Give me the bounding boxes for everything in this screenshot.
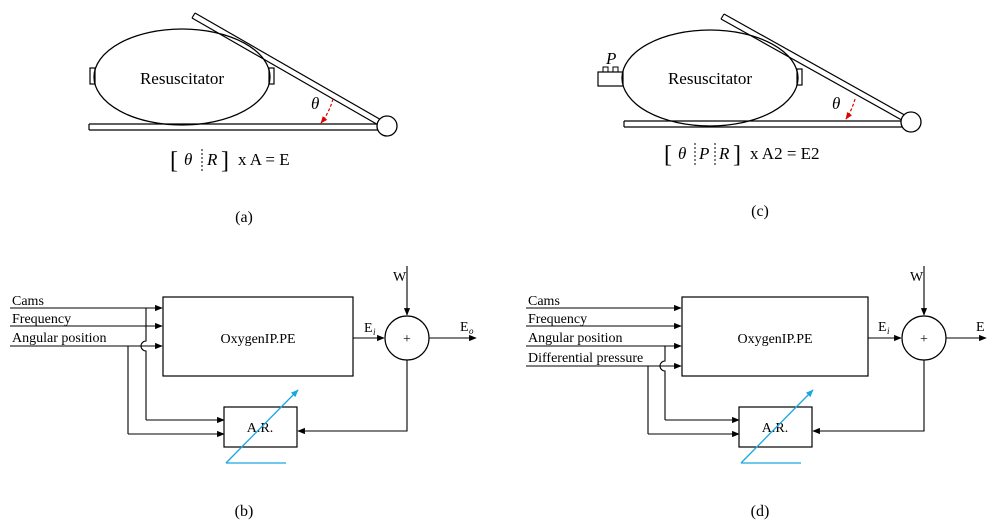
ei-label: E bbox=[364, 321, 373, 336]
pivot-joint bbox=[376, 115, 398, 137]
ei-label: E bbox=[878, 320, 887, 335]
base-plate bbox=[623, 120, 905, 128]
caption-a: (a) bbox=[235, 209, 253, 226]
eq-right-bracket: ] bbox=[221, 148, 229, 174]
caption-b: (b) bbox=[235, 503, 254, 520]
w-label: W bbox=[910, 270, 924, 285]
angle-arrow bbox=[845, 98, 856, 120]
bag-right-port bbox=[268, 67, 275, 85]
input-label-cams: Cams bbox=[528, 294, 560, 309]
block-label: OxygenIP.PE bbox=[737, 332, 812, 347]
feedback-line bbox=[297, 360, 408, 435]
eq-left-bracket: [ bbox=[170, 148, 178, 174]
ei-sub: i bbox=[373, 327, 376, 337]
eq-theta: θ bbox=[184, 150, 192, 169]
bag-left-port bbox=[89, 67, 96, 85]
equation-c: [ θ P R ] x A2 = E2 bbox=[664, 142, 820, 168]
adaptive-arrow bbox=[740, 389, 814, 464]
base-plate bbox=[88, 123, 380, 131]
input-label-differential-pressure: Differential pressure bbox=[528, 351, 643, 366]
equation-a: [ θ R ] x A = E bbox=[170, 148, 290, 174]
eq-left-bracket: [ bbox=[664, 142, 672, 168]
caption-c: (c) bbox=[751, 203, 769, 220]
adaptive-arrow bbox=[225, 389, 299, 464]
eq-theta: θ bbox=[678, 144, 686, 163]
pivot-joint bbox=[900, 111, 922, 133]
block-label: OxygenIP.PE bbox=[220, 332, 295, 347]
eq-p: P bbox=[698, 144, 709, 163]
ar-block bbox=[223, 406, 298, 448]
input-label-cams: Cams bbox=[12, 294, 44, 309]
pressing-arm bbox=[191, 12, 384, 127]
eq-rest: x A2 = E2 bbox=[750, 144, 820, 163]
input-label-angular-position: Angular position bbox=[12, 331, 107, 346]
eo-label: E bbox=[460, 320, 469, 335]
caption-d: (d) bbox=[751, 503, 770, 520]
panel-c: Resuscitator P θ [ θ P R ] bbox=[597, 13, 922, 220]
eq-r: R bbox=[718, 144, 730, 163]
pressure-p-label: P bbox=[605, 49, 616, 68]
input-label-angular-position: Angular position bbox=[528, 331, 623, 346]
oxygenip-block bbox=[681, 296, 869, 377]
resuscitator-bag: Resuscitator bbox=[621, 29, 803, 127]
ei-sub: i bbox=[887, 326, 890, 336]
input-label-frequency: Frequency bbox=[528, 312, 587, 327]
sum-symbol: + bbox=[403, 332, 411, 347]
angle-theta-label: θ bbox=[832, 94, 840, 113]
eo-sub: o bbox=[469, 326, 474, 336]
oxygenip-block bbox=[162, 296, 354, 377]
panel-a: Resuscitator θ [ θ R ] x A = E (a) bbox=[88, 12, 398, 226]
bag-right-port bbox=[796, 68, 803, 86]
sum-symbol: + bbox=[920, 332, 928, 347]
input-lines bbox=[526, 304, 740, 438]
pressure-sensor: P bbox=[597, 49, 624, 87]
feedback-line bbox=[812, 360, 925, 435]
w-label: W bbox=[393, 270, 407, 285]
angle-arrow bbox=[320, 98, 334, 124]
eo-label: E bbox=[976, 320, 985, 335]
device-label: Resuscitator bbox=[668, 69, 752, 88]
input-lines bbox=[10, 304, 225, 438]
eq-rest: x A = E bbox=[238, 150, 290, 169]
pressing-arm bbox=[720, 13, 911, 124]
input-label-frequency: Frequency bbox=[12, 312, 71, 327]
resuscitator-bag: Resuscitator bbox=[89, 28, 275, 126]
ar-block bbox=[738, 406, 813, 448]
eq-right-bracket: ] bbox=[733, 142, 741, 168]
panel-b: Cams Frequency Angular position OxygenIP… bbox=[10, 266, 477, 520]
angle-theta-label: θ bbox=[311, 94, 319, 113]
device-label: Resuscitator bbox=[140, 69, 224, 88]
eq-r: R bbox=[206, 150, 218, 169]
panel-d: Cams Frequency Angular position Differen… bbox=[526, 266, 987, 520]
